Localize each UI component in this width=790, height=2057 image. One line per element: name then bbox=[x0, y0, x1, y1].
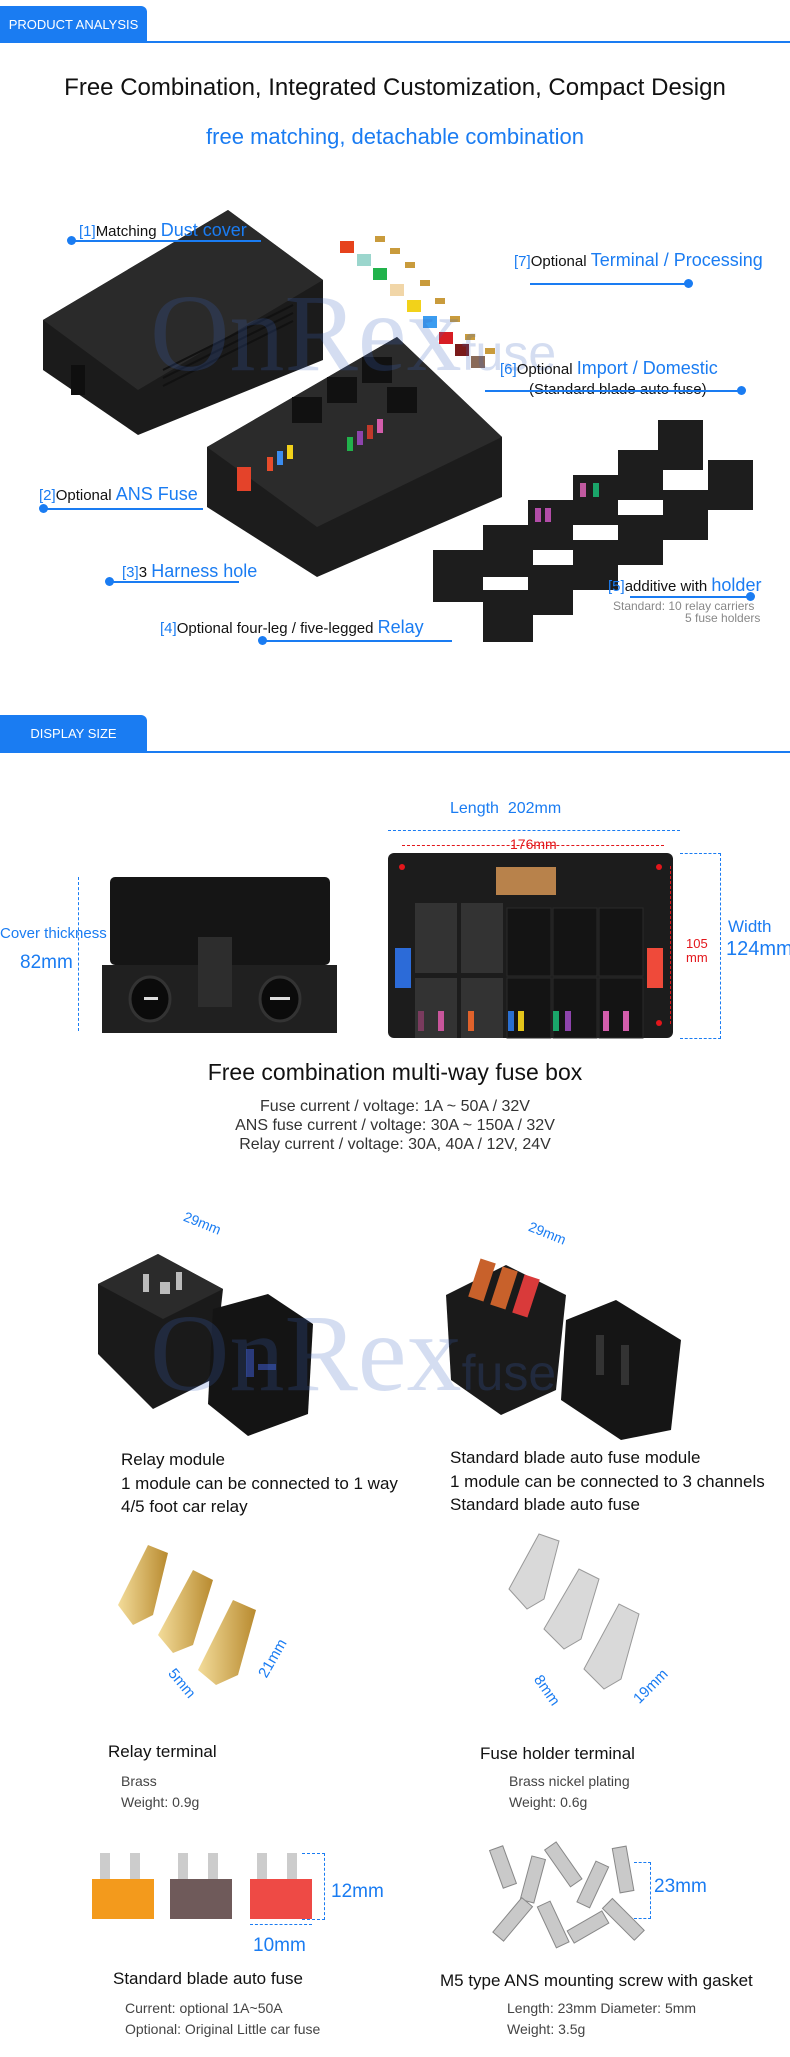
callout-line bbox=[530, 283, 688, 285]
callout-holder: [5]additive with holder bbox=[608, 575, 762, 595]
fuse-box-top-image bbox=[388, 853, 673, 1039]
section-tab-product-analysis: PRODUCT ANALYSIS bbox=[0, 6, 147, 43]
screw-length-guide bbox=[634, 1862, 651, 1919]
callout-fuse-type-note: (Standard blade auto fuse) bbox=[529, 381, 707, 398]
callout-dust-cover: [1]Matching Dust cover bbox=[79, 220, 247, 240]
cover-side-image bbox=[102, 877, 337, 1033]
cover-thickness-value: 82mm bbox=[20, 952, 73, 973]
callout-line bbox=[262, 640, 452, 642]
callout-dot bbox=[258, 636, 267, 645]
mounting-screws-image bbox=[488, 1841, 645, 1949]
callout-dot bbox=[684, 279, 693, 288]
callout-line bbox=[43, 508, 203, 510]
fuse-width-guide bbox=[250, 1924, 312, 1925]
length-guide bbox=[388, 830, 680, 831]
callout-line bbox=[485, 390, 741, 392]
section-divider bbox=[0, 751, 790, 753]
fuse-height-dimension: 12mm bbox=[331, 1881, 384, 1902]
spec-line: Fuse current / voltage: 1A ~ 50A / 32V bbox=[260, 1098, 530, 1115]
callout-dot bbox=[737, 386, 746, 395]
spec-line: Relay current / voltage: 30A, 40A / 12V,… bbox=[239, 1136, 551, 1153]
screw-length-dimension: 23mm bbox=[654, 1876, 707, 1897]
inner-length-guide bbox=[402, 845, 664, 846]
spec-line: ANS fuse current / voltage: 30A ~ 150A /… bbox=[235, 1117, 555, 1134]
page-title: Free Combination, Integrated Customizati… bbox=[64, 74, 726, 101]
callout-line bbox=[71, 240, 261, 242]
blade-fuse-title: Standard blade auto fuse bbox=[113, 1969, 303, 1988]
fuse-holder-terminal-title: Fuse holder terminal bbox=[480, 1744, 635, 1763]
callout-dot bbox=[39, 504, 48, 513]
inner-width-guide bbox=[670, 866, 671, 1024]
fuse-module-image bbox=[446, 1258, 681, 1440]
callout-holder-note: 5 fuse holders bbox=[685, 611, 761, 625]
fuse-width-dimension: 10mm bbox=[253, 1935, 306, 1956]
callout-line bbox=[630, 596, 750, 598]
relay-terminal-title: Relay terminal bbox=[108, 1742, 217, 1761]
fuse-strip-image bbox=[340, 236, 495, 368]
callout-relay: [4]Optional four-leg / five-legged Relay bbox=[160, 617, 424, 637]
callout-fuse-type: [6]Optional Import / Domestic bbox=[500, 358, 718, 378]
callout-dot bbox=[746, 592, 755, 601]
callout-terminal: [7]Optional Terminal / Processing bbox=[514, 250, 763, 270]
callout-harness-hole: [3]3 Harness hole bbox=[122, 561, 258, 581]
fuse-height-guide bbox=[302, 1853, 325, 1920]
width-value: 124mm bbox=[726, 938, 790, 960]
callout-ans-fuse: [2]Optional ANS Fuse bbox=[39, 484, 198, 504]
cover-thickness-label: Cover thickness bbox=[0, 925, 107, 942]
callout-line bbox=[109, 581, 239, 583]
mounting-screw-title: M5 type ANS mounting screw with gasket bbox=[440, 1971, 753, 1990]
relay-module-image bbox=[98, 1254, 313, 1436]
cover-guide bbox=[78, 877, 79, 1031]
relay-terminal-image bbox=[118, 1545, 256, 1685]
section-divider bbox=[0, 41, 790, 43]
width-guide bbox=[680, 853, 721, 1039]
fuse-holder-terminal-image bbox=[508, 1533, 640, 1690]
inner-length-dimension: 176mm bbox=[510, 836, 557, 852]
fuse-box-title: Free combination multi-way fuse box bbox=[207, 1059, 583, 1085]
blade-fuses-image bbox=[92, 1853, 312, 1919]
fuse-box-image bbox=[207, 337, 502, 577]
callout-dot bbox=[105, 577, 114, 586]
dust-cover-image bbox=[43, 210, 323, 435]
length-dimension: Length 202mm bbox=[450, 800, 562, 817]
callout-holder-note: Standard: 10 relay carriers bbox=[613, 599, 755, 613]
relay-modules-image bbox=[433, 420, 753, 642]
width-label: Width bbox=[728, 917, 772, 936]
section-tab-display-size: DISPLAY SIZE bbox=[0, 715, 147, 752]
page-subtitle: free matching, detachable combination bbox=[206, 124, 584, 149]
